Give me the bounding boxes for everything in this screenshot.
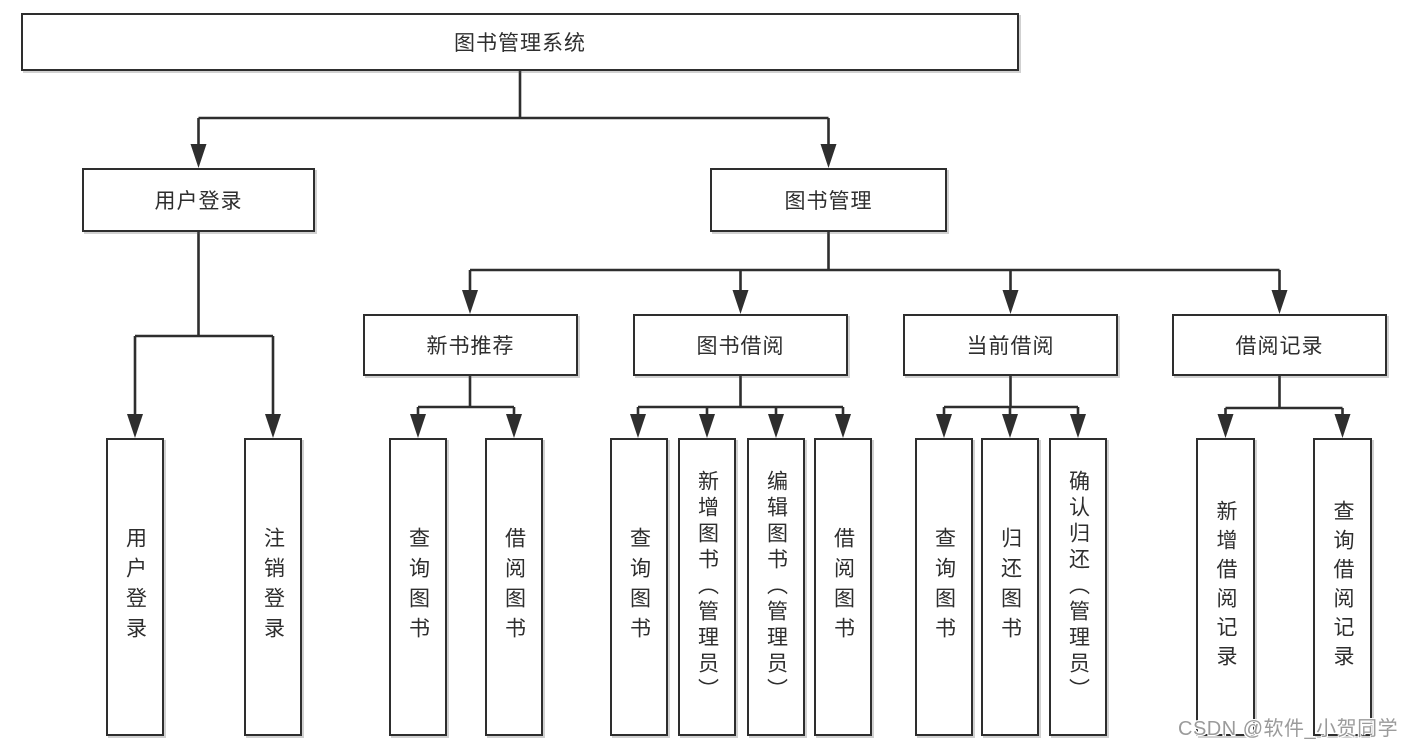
leaf-label: 确认归还（管理员） bbox=[1066, 470, 1090, 704]
leaf-label: 新增借阅记录 bbox=[1214, 500, 1237, 674]
arrowheads-level2 bbox=[190, 144, 837, 168]
leaf-label: 编辑图书（管理员） bbox=[764, 470, 788, 704]
leaf-query-books-2: 查询图书 bbox=[610, 438, 668, 736]
leaf-edit-books-admin: 编辑图书（管理员） bbox=[747, 438, 805, 736]
connector-new-book-rec-children bbox=[416, 376, 516, 416]
node-user-login: 用户登录 bbox=[82, 168, 315, 232]
leaf-logout: 注销登录 bbox=[244, 438, 302, 736]
leaf-label: 用户登录 bbox=[123, 527, 147, 647]
node-root-library-management-system: 图书管理系统 bbox=[21, 13, 1019, 71]
leaf-add-books-admin: 新增图书（管理员） bbox=[678, 438, 736, 736]
node-borrowing-records: 借阅记录 bbox=[1172, 314, 1387, 376]
leaf-label: 新增图书（管理员） bbox=[695, 470, 719, 704]
connector-book-borrow-children bbox=[636, 376, 845, 416]
leaf-label: 查询图书 bbox=[627, 527, 651, 647]
leaf-label: 查询借阅记录 bbox=[1331, 500, 1354, 674]
leaf-label: 借阅图书 bbox=[831, 527, 855, 647]
connector-borrow-records-children bbox=[1224, 376, 1344, 416]
leaf-label: 注销登录 bbox=[261, 527, 285, 647]
node-new-book-recommendation: 新书推荐 bbox=[363, 314, 578, 376]
node-book-borrowing: 图书借阅 bbox=[633, 314, 848, 376]
leaf-label: 借阅图书 bbox=[502, 527, 526, 647]
leaf-borrow-books-2: 借阅图书 bbox=[814, 438, 872, 736]
leaf-label: 查询图书 bbox=[932, 527, 956, 647]
leaf-add-borrow-record: 新增借阅记录 bbox=[1196, 438, 1255, 736]
leaf-user-login: 用户登录 bbox=[106, 438, 164, 736]
leaf-label: 查询图书 bbox=[406, 527, 430, 647]
connector-root-to-level2 bbox=[197, 71, 830, 148]
arrowheads-new-book-rec-children bbox=[410, 414, 522, 438]
connector-current-borrow-children bbox=[942, 376, 1080, 416]
leaf-query-borrow-record: 查询借阅记录 bbox=[1313, 438, 1372, 736]
csdn-watermark: CSDN @软件_小贺同学 bbox=[1178, 718, 1399, 740]
node-current-borrowing: 当前借阅 bbox=[903, 314, 1118, 376]
connector-user-login-children bbox=[133, 232, 275, 416]
arrowheads-borrow-records-children bbox=[1217, 414, 1351, 438]
leaf-confirm-return-admin: 确认归还（管理员） bbox=[1049, 438, 1107, 736]
arrowheads-book-borrow-children bbox=[630, 414, 851, 438]
arrowheads-level3 bbox=[462, 290, 1288, 314]
connector-book-mgmt-to-level3 bbox=[468, 232, 1281, 292]
arrowheads-user-login-children bbox=[127, 414, 281, 438]
leaf-label: 归还图书 bbox=[998, 527, 1022, 647]
leaf-borrow-books-1: 借阅图书 bbox=[485, 438, 543, 736]
leaf-query-books-1: 查询图书 bbox=[389, 438, 447, 736]
leaf-query-books-3: 查询图书 bbox=[915, 438, 973, 736]
node-book-management: 图书管理 bbox=[710, 168, 947, 232]
leaf-return-books: 归还图书 bbox=[981, 438, 1039, 736]
arrowheads-current-borrow-children bbox=[936, 414, 1086, 438]
